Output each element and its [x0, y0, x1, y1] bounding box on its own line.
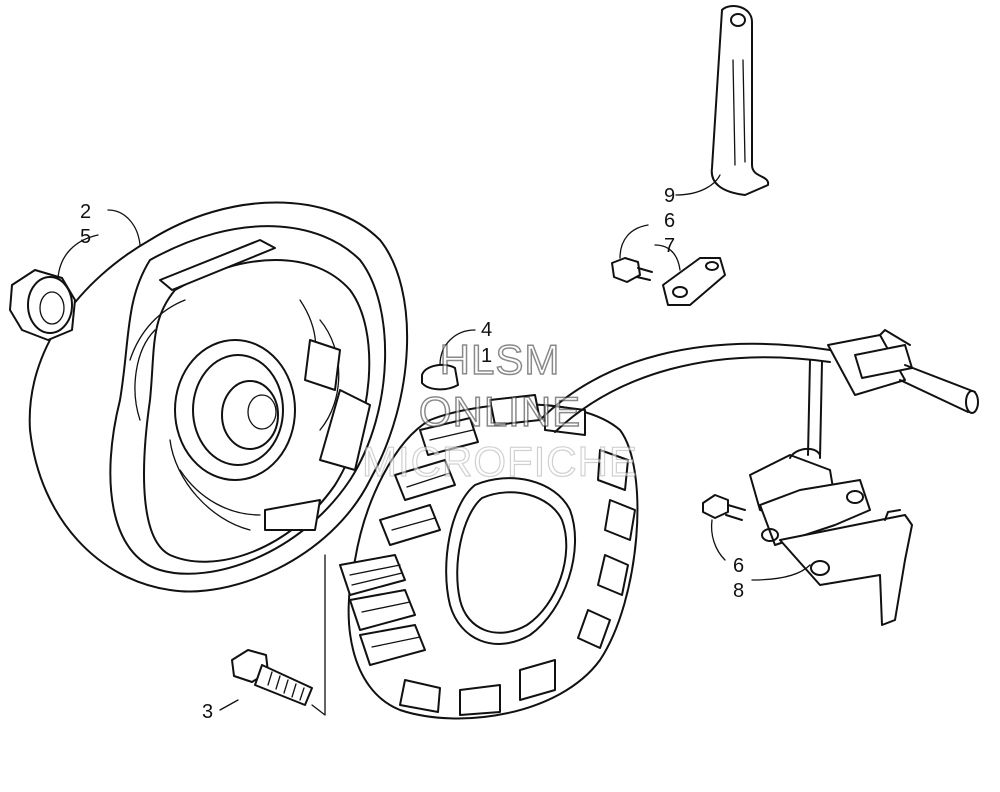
- flywheel-nut: [9, 269, 76, 341]
- callout-1: 1: [481, 345, 492, 367]
- key: [421, 363, 459, 391]
- callout-2: 2: [80, 201, 91, 223]
- callout-6-upper: 6: [664, 210, 675, 232]
- callout-7: 7: [664, 235, 675, 257]
- clamp-plate: [662, 257, 726, 306]
- screw-pickup: [702, 494, 746, 521]
- stator: [339, 394, 639, 720]
- flywheel-bolt: [231, 649, 313, 706]
- callout-6-lower: 6: [733, 555, 744, 577]
- callout-8: 8: [733, 580, 744, 602]
- wire-clamp: [710, 5, 770, 196]
- callout-5: 5: [80, 226, 91, 248]
- callout-3: 3: [202, 701, 213, 723]
- flywheel: [28, 201, 409, 593]
- wire-harness: [539, 329, 979, 459]
- callout-labels: 2 5 3 4 1 9 6 7 6 8: [80, 185, 744, 723]
- callout-4: 4: [481, 319, 492, 341]
- screw-clamp: [611, 257, 653, 283]
- pickup-coil: [749, 447, 913, 626]
- leader-lines: [57, 174, 811, 716]
- callout-9: 9: [664, 185, 675, 207]
